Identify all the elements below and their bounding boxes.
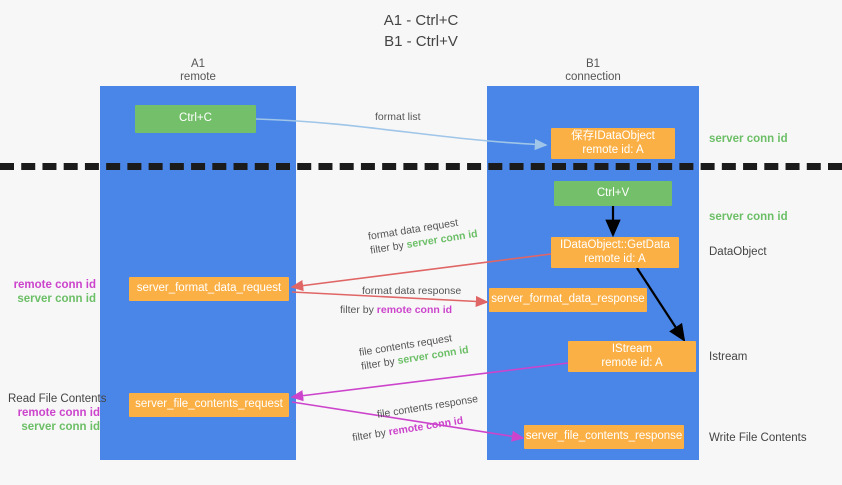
right-label-dataobject: DataObject — [709, 246, 767, 258]
left-label-lower-server-conn-id: server conn id — [21, 421, 100, 433]
node-istream-sub: remote id: A — [601, 356, 663, 369]
node-ctrl-c-label: Ctrl+C — [179, 112, 212, 125]
title-line-1: A1 - Ctrl+C — [383, 12, 459, 29]
node-save-idataobject-label: 保存IDataObject — [571, 130, 655, 142]
node-server-format-data-request[interactable]: server_format_data_request — [129, 277, 289, 301]
edge-label-file-contents-response-filter: filter by remote conn id — [351, 411, 482, 445]
left-label-read-file-contents-heading: Read File Contents — [8, 393, 107, 405]
edge-label-format-data-response-filter: filter by remote conn id — [340, 303, 461, 317]
node-server-format-data-response[interactable]: server_format_data_response — [489, 288, 647, 312]
edge-label-format-data-response-text: format data response — [362, 285, 462, 297]
node-save-idataobject[interactable]: 保存IDataObject remote id: A — [551, 128, 675, 159]
edge-label-format-data-response: format data response filter by remote co… — [340, 284, 462, 317]
node-server-format-data-response-label: server_format_data_response — [491, 293, 645, 306]
node-server-file-contents-response[interactable]: server_file_contents_response — [524, 425, 684, 449]
title-line-2: B1 - Ctrl+V — [384, 33, 458, 50]
column-header-b1: B1 connection — [529, 58, 657, 84]
phase-divider — [0, 163, 842, 170]
node-idataobject-getdata-label: IDataObject::GetData — [560, 239, 670, 251]
left-label-lower-remote-conn-id: remote conn id — [17, 407, 100, 419]
node-save-idataobject-sub: remote id: A — [582, 143, 644, 156]
right-label-write-file-contents: Write File Contents — [709, 432, 807, 444]
filter-prefix: filter by — [340, 304, 377, 316]
page-title: A1 - Ctrl+C B1 - Ctrl+V — [0, 10, 842, 52]
node-server-file-contents-request[interactable]: server_file_contents_request — [129, 393, 289, 417]
left-label-upper-server-conn-id: server conn id — [17, 293, 96, 305]
right-label-server-conn-id-1: server conn id — [709, 133, 788, 145]
node-idataobject-getdata-sub: remote id: A — [584, 252, 646, 265]
left-label-conn-ids-upper: remote conn id server conn id — [10, 278, 96, 306]
node-server-format-data-request-label: server_format_data_request — [136, 282, 282, 295]
node-idataobject-getdata[interactable]: IDataObject::GetData remote id: A — [551, 237, 679, 268]
column-header-a1: A1 remote — [134, 58, 262, 84]
node-istream[interactable]: IStream remote id: A — [568, 341, 696, 372]
node-server-file-contents-response-label: server_file_contents_response — [525, 430, 683, 443]
node-istream-label: IStream — [611, 343, 653, 355]
left-label-upper-remote-conn-id: remote conn id — [13, 279, 96, 291]
left-label-read-file-contents: Read File Contents remote conn id server… — [8, 392, 107, 434]
filter-prefix: filter by — [351, 426, 390, 444]
edge-label-file-contents-request: file contents request filter by server c… — [358, 329, 470, 374]
column-b1-name: B1 — [585, 58, 601, 70]
column-a1-sub: remote — [180, 71, 216, 83]
right-label-istream: Istream — [709, 351, 748, 363]
column-a1-name: A1 — [190, 58, 206, 70]
node-server-file-contents-request-label: server_file_contents_request — [135, 398, 283, 411]
right-label-server-conn-id-2: server conn id — [709, 211, 788, 223]
node-ctrl-v[interactable]: Ctrl+V — [554, 181, 672, 206]
edge-label-format-data-request: format data request filter by server con… — [367, 213, 479, 258]
node-ctrl-v-label: Ctrl+V — [596, 186, 630, 199]
node-ctrl-c[interactable]: Ctrl+C — [135, 105, 256, 133]
column-b1-sub: connection — [565, 71, 621, 83]
edge-label-format-list: format list — [375, 111, 421, 123]
filter-value-remote-conn-id: remote conn id — [376, 304, 453, 316]
edge-label-file-contents-response: file contents response filter by remote … — [351, 392, 482, 444]
